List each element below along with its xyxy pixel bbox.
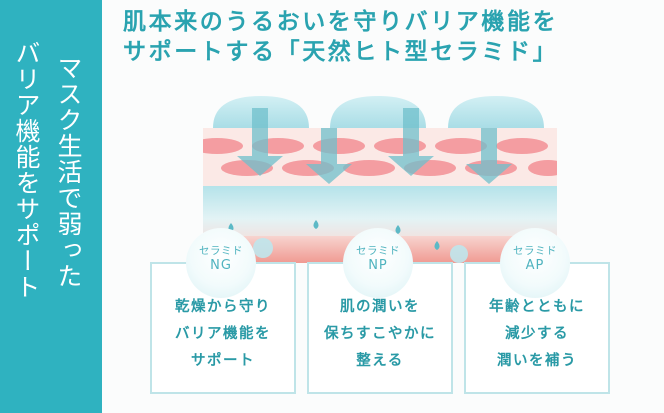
headline-line-2: サポートする「天然ヒト型セラミド」 (123, 39, 559, 65)
ceramide-ng-card: 乾燥から守り バリア機能を サポート (150, 262, 296, 394)
ceramide-np-badge: セラミド NP (343, 228, 413, 298)
headline-line-1: 肌本来のうるおいを守りバリア機能を (123, 9, 559, 35)
skin-layer-illustration (203, 88, 557, 263)
ceramide-ng-description: 乾燥から守り バリア機能を サポート (175, 299, 271, 369)
ceramide-ng-badge: セラミド NG (186, 228, 256, 298)
headline: 肌本来のうるおいを守りバリア機能を サポートする「天然ヒト型セラミド」 (123, 7, 558, 67)
side-banner-line-2: バリア機能をサポート (12, 40, 41, 300)
ceramide-ap-description: 年齢とともに 減少する 潤いを補う (489, 299, 585, 369)
side-banner: マスク生活で弱った バリア機能をサポート (0, 0, 102, 413)
ceramide-ap-badge: セラミド AP (500, 228, 570, 298)
ceramide-np-description: 肌の潤いを 保ちすこやかに 整える (324, 299, 436, 369)
side-banner-line-1: マスク生活で弱った (54, 55, 83, 289)
